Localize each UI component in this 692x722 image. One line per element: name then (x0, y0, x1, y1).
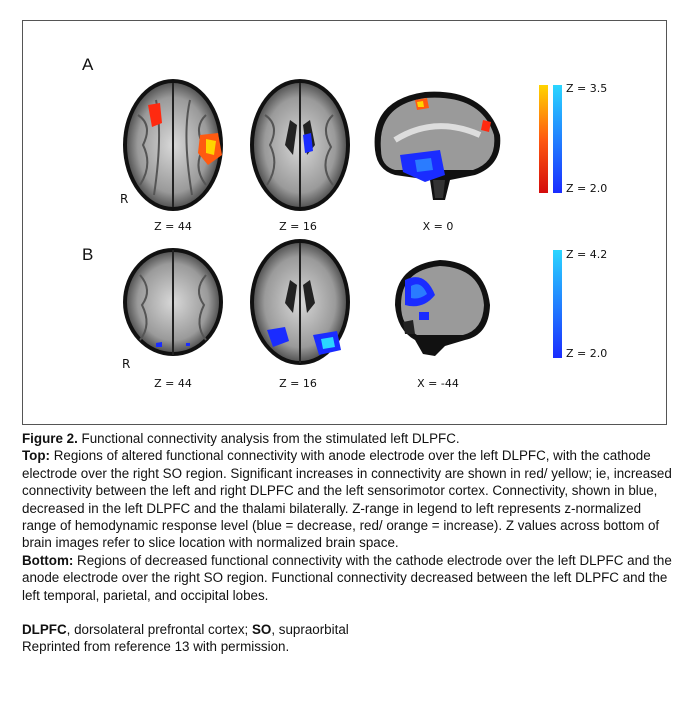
scale-top-a: Z = 3.5 (566, 82, 608, 95)
colorbar-a-cool (553, 85, 562, 193)
brain-slice-a-x0 (374, 91, 501, 200)
slice-label-b-2: Z = 16 (279, 377, 317, 390)
caption-top-text: Regions of altered functional connectivi… (22, 448, 672, 551)
panel-b-letter: B (82, 245, 94, 264)
caption-reprint: Reprinted from reference 13 with permiss… (22, 639, 290, 655)
abbr-dlpfc-text: , dorsolateral prefrontal cortex; (66, 622, 252, 638)
caption-title-text: Functional connectivity analysis from th… (77, 431, 460, 446)
activation-red (148, 103, 162, 127)
abbr-so: SO (251, 622, 272, 638)
caption-top: Top: Regions of altered functional conne… (22, 447, 672, 551)
r-label-a: R (120, 192, 129, 206)
r-label-b: R (122, 357, 131, 371)
slice-label-a-2: Z = 16 (279, 220, 317, 233)
colorbar-b-cool (553, 250, 562, 358)
slice-label-a-3: X = 0 (422, 220, 454, 233)
brain-slice-b-z16 (250, 239, 350, 365)
slice-label-a-1: Z = 44 (154, 220, 192, 233)
caption-abbreviations: DLPFC, dorsolateral prefrontal cortex; S… (22, 621, 672, 638)
caption-title-bold: Figure 2. (22, 431, 78, 446)
slice-label-b-3: X = -44 (417, 377, 459, 390)
panel-a-letter: A (82, 55, 94, 74)
caption-title: Figure 2. Functional connectivity analys… (22, 430, 672, 447)
caption-bottom-bold: Bottom: (22, 552, 74, 568)
scale-top-b: Z = 4.2 (566, 248, 608, 261)
scale-bottom-b: Z = 2.0 (566, 347, 608, 360)
brain-slice-b-x44 (395, 260, 490, 356)
abbr-so-text: , supraorbital (271, 622, 349, 638)
caption-top-bold: Top: (22, 448, 51, 464)
caption-bottom: Bottom: Regions of decreased functional … (22, 552, 672, 604)
scale-bottom-a: Z = 2.0 (566, 182, 608, 195)
brain-slice-a-z16 (250, 79, 350, 211)
figure-caption: Figure 2. Functional connectivity analys… (22, 430, 672, 656)
abbr-dlpfc: DLPFC (22, 622, 67, 638)
slice-label-b-1: Z = 44 (154, 377, 192, 390)
brain-slice-b-z44 (123, 248, 223, 356)
colorbar-a-warm (539, 85, 548, 193)
caption-bottom-text: Regions of decreased functional connecti… (22, 552, 672, 603)
brain-slice-a-z44 (123, 79, 223, 211)
